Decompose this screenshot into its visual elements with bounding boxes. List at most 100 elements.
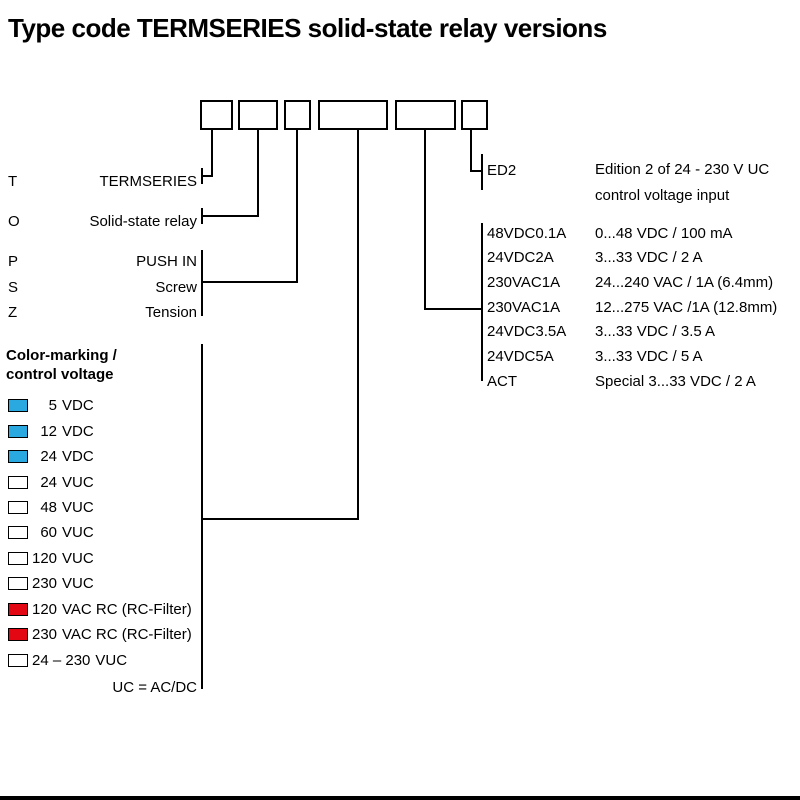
color-swatch: [8, 577, 28, 591]
color-voltage-item: 230 VUC: [8, 571, 192, 596]
color-swatch: [8, 500, 28, 514]
color-marking-heading-line1: Color-marking /: [6, 347, 117, 364]
variant-row: 230VAC1A 24...240 VAC / 1A (6.4mm): [487, 270, 777, 295]
color-marking-heading: Color-marking / control voltage: [6, 346, 117, 384]
variant-row: 48VDC0.1A 0...48 VDC / 100 mA: [487, 221, 777, 246]
voltage-number: 24 – 230: [32, 651, 91, 669]
variant-desc: 3...33 VDC / 5 A: [595, 348, 703, 366]
voltage-number: 12: [40, 422, 57, 440]
variant-code: 230VAC1A: [487, 298, 561, 316]
type-code-letter: P: [8, 253, 19, 270]
connector-box6-line: [470, 170, 483, 172]
connector-box5-group-tick: [481, 223, 483, 381]
connector-box1-line: [211, 130, 213, 177]
variant-code: 24VDC2A: [487, 249, 554, 267]
voltage-label: VAC RC (RC-Filter): [62, 626, 192, 644]
type-code-box-5: [395, 100, 456, 130]
variant-desc: 3...33 VDC / 2 A: [595, 249, 703, 267]
type-code-box-3: [284, 100, 311, 130]
voltage-number: 24: [40, 473, 57, 491]
color-voltage-item: 5 VDC: [8, 393, 192, 418]
connector-box1-tick: [201, 168, 203, 184]
bottom-border: [0, 796, 800, 800]
color-voltage-item: 24 VDC: [8, 444, 192, 469]
uc-footnote: UC = AC/DC: [112, 679, 197, 696]
type-code-letter-label: PUSH IN: [136, 253, 197, 270]
voltage-number: 120: [32, 549, 58, 567]
color-voltage-item: 230 VAC RC (RC-Filter): [8, 622, 192, 647]
color-voltage-item: 24 – 230 VUC: [8, 647, 192, 672]
connector-box2-line: [257, 130, 259, 217]
color-swatch: [8, 399, 28, 413]
voltage-label: VUC: [62, 549, 94, 567]
variant-desc: 24...240 VAC / 1A (6.4mm): [595, 274, 774, 292]
variant-code: ACT: [487, 372, 517, 390]
connector-box4-line: [357, 130, 359, 520]
type-code-box-2: [238, 100, 278, 130]
type-code-letter: T: [8, 173, 18, 190]
color-swatch: [8, 424, 28, 438]
type-code-letter-label: Screw: [155, 279, 197, 296]
color-swatch: [8, 602, 28, 616]
variant-row: ACT Special 3...33 VDC / 2 A: [487, 369, 777, 394]
variant-desc: 12...275 VAC /1A (12.8mm): [595, 298, 778, 316]
voltage-label: VUC: [62, 473, 94, 491]
connector-box4-group-tick: [201, 344, 203, 689]
voltage-number: 48: [40, 498, 57, 516]
color-voltage-item: 120 VUC: [8, 546, 192, 571]
type-code-letter-row: T TERMSERIES: [8, 173, 197, 190]
connector-box6-tick: [481, 154, 483, 190]
type-code-box-4: [318, 100, 388, 130]
color-swatch: [8, 653, 28, 667]
color-swatch: [8, 475, 28, 489]
color-voltage-item: 60 VUC: [8, 520, 192, 545]
page-title: Type code TERMSERIES solid-state relay v…: [8, 13, 607, 43]
ed2-description: Edition 2 of 24 - 230 V UC control volta…: [595, 157, 769, 209]
variant-code: 24VDC3.5A: [487, 323, 567, 341]
type-code-letter-label: Solid-state relay: [89, 213, 197, 230]
voltage-label: VUC: [62, 498, 94, 516]
voltage-number: 230: [32, 575, 58, 593]
variant-row: 24VDC2A 3...33 VDC / 2 A: [487, 246, 777, 271]
variant-row: 24VDC5A 3...33 VDC / 5 A: [487, 344, 777, 369]
color-swatch: [8, 628, 28, 642]
color-voltage-item: 120 VAC RC (RC-Filter): [8, 597, 192, 622]
voltage-label: VDC: [62, 397, 94, 415]
ed2-code: ED2: [487, 162, 517, 179]
variant-code: 230VAC1A: [487, 274, 561, 292]
voltage-number: 5: [48, 397, 57, 415]
color-voltage-item: 24 VUC: [8, 469, 192, 494]
color-swatch: [8, 551, 28, 565]
color-swatch: [8, 526, 28, 540]
connector-box3-line: [202, 281, 298, 283]
type-code-letter: O: [8, 213, 20, 230]
type-code-box-1: [200, 100, 233, 130]
type-code-letter-row: Z Tension: [8, 304, 197, 321]
color-voltage-item: 48 VUC: [8, 495, 192, 520]
color-swatch: [8, 450, 28, 464]
connector-box2-line: [202, 215, 259, 217]
voltage-number: 120: [32, 600, 58, 618]
connector-box3-line: [296, 130, 298, 283]
connector-box5-line: [424, 308, 483, 310]
variant-row: 230VAC1A 12...275 VAC /1A (12.8mm): [487, 295, 777, 320]
color-marking-heading-line2: control voltage: [6, 366, 114, 383]
type-code-letter: Z: [8, 304, 18, 321]
variant-desc: Special 3...33 VDC / 2 A: [595, 372, 756, 390]
connector-box3-group-tick: [201, 250, 203, 316]
ed2-description-line1: Edition 2 of 24 - 230 V UC: [595, 161, 770, 178]
connector-box2-tick: [201, 208, 203, 224]
type-code-letter-row: S Screw: [8, 279, 197, 296]
voltage-number: 24: [40, 448, 57, 466]
ed2-description-line2: control voltage input: [595, 187, 730, 204]
voltage-label: VDC: [62, 448, 94, 466]
voltage-number: 60: [40, 524, 57, 542]
type-code-letter-row: O Solid-state relay: [8, 213, 197, 230]
type-code-letter: S: [8, 279, 19, 296]
type-code-letter-label: TERMSERIES: [99, 173, 197, 190]
connector-box1-line: [202, 175, 213, 177]
color-voltage-list: 5 VDC 12 VDC 24 VDC 24 VUC 48 VUC 60 VUC…: [8, 393, 192, 673]
type-code-letter-row: P PUSH IN: [8, 253, 197, 270]
variant-list: 48VDC0.1A 0...48 VDC / 100 mA 24VDC2A 3.…: [487, 221, 777, 393]
